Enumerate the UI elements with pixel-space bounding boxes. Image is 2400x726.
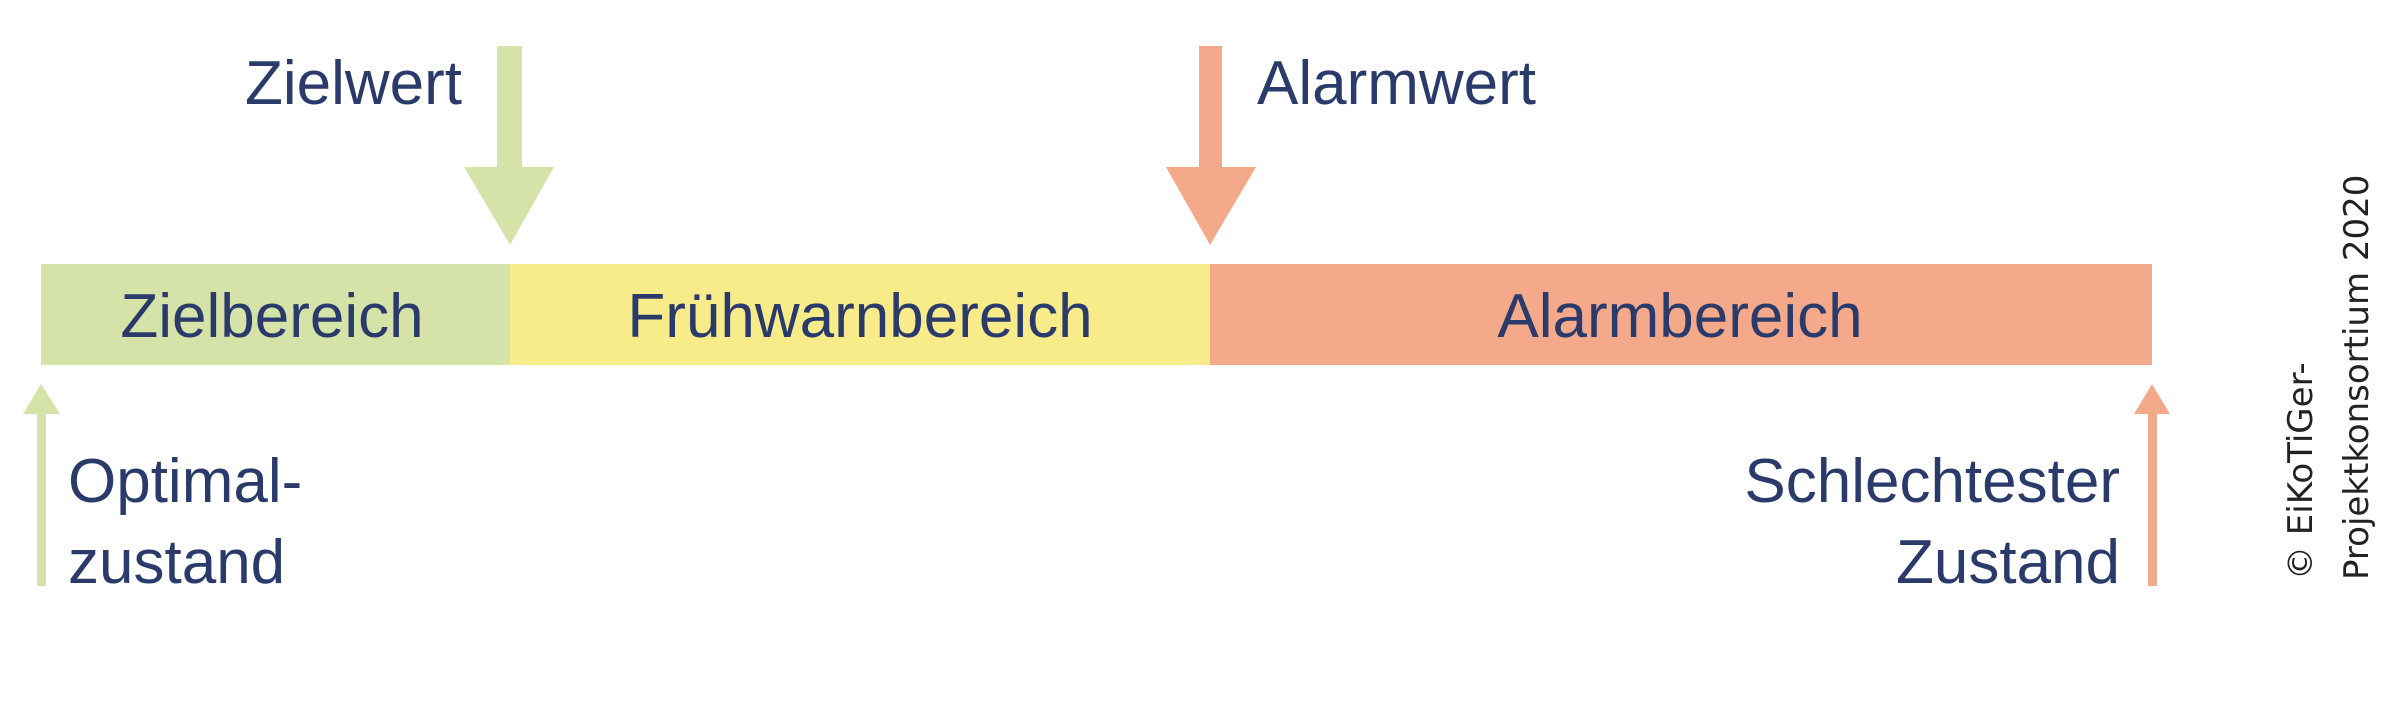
copyright-line2: Projektkonsortium 2020 [2337,175,2377,580]
target-value-arrow-icon [464,46,554,245]
alarm-value-label: Alarmwert [1257,49,1536,118]
zone-early-warning-label: Frühwarnbereich [627,282,1092,351]
target-value-label: Zielwert [245,49,462,118]
zone-early-warning [510,264,1210,365]
worst-state-label-line1: Schlechtester [1744,447,2120,516]
copyright-line1: © EiKoTiGer- [2281,362,2321,580]
optimal-state-arrow-icon [23,384,60,586]
zone-target-label: Zielbereich [120,282,423,351]
worst-state-arrow-icon [2134,384,2170,586]
alarm-value-arrow-icon [1166,46,1256,245]
zone-alarm-label: Alarmbereich [1497,282,1862,351]
zone-alarm [1210,264,2152,365]
zone-target [41,264,510,365]
optimal-state-label-line2: zustand [68,528,285,597]
optimal-state-label-line1: Optimal- [68,447,302,516]
worst-state-label-line2: Zustand [1896,528,2120,597]
